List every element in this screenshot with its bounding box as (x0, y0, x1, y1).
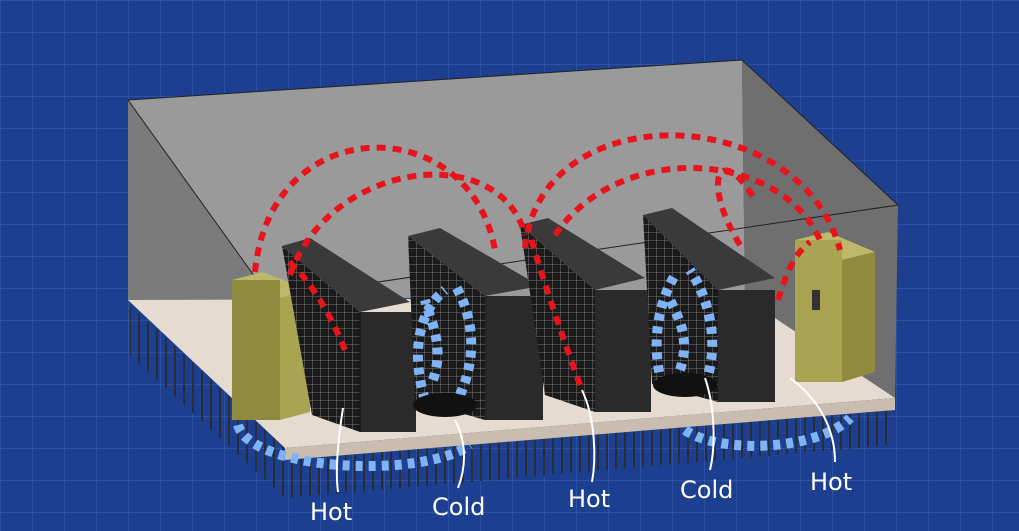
pointer-hot-3 (789, 377, 836, 463)
cold-air-plume-1b (450, 282, 477, 398)
floor-vent-1 (413, 393, 477, 417)
label-cold-2: Cold (680, 476, 733, 504)
pointer-hot-2 (581, 389, 596, 483)
label-cold-1: Cold (432, 493, 485, 521)
rack-row-2 (408, 228, 543, 420)
back-wall (128, 60, 745, 298)
cold-air-plume-1a (412, 286, 449, 402)
cold-air-under-floor-2 (682, 414, 854, 451)
hot-air-arc-5 (715, 167, 758, 247)
cooling-unit-left (232, 272, 310, 420)
hot-air-arc-1 (252, 144, 498, 273)
cooling-unit-right (795, 232, 875, 382)
hot-air-drop-1 (283, 255, 348, 352)
cold-air-plume-2b (685, 267, 718, 387)
ceiling-outline (127, 59, 900, 299)
cold-air-plume-2c (665, 297, 690, 372)
pointer-cold-2 (704, 377, 715, 471)
hot-air-drop-2 (527, 234, 583, 387)
cold-air-under-floor-1 (233, 422, 473, 472)
hot-air-arcs (252, 132, 843, 387)
label-hot-1: Hot (310, 498, 352, 526)
label-pointers (335, 377, 836, 493)
cold-air-flows (233, 267, 854, 472)
hot-air-arc-2 (287, 171, 528, 276)
pointer-hot-1 (335, 407, 344, 493)
cold-air-plume-2a (651, 272, 680, 387)
floor-edge (285, 398, 895, 460)
label-hot-2: Hot (568, 485, 610, 513)
pointer-cold-1 (454, 419, 465, 489)
floor-vent-2 (653, 373, 717, 397)
hot-air-arc-4 (552, 165, 823, 242)
rack-row-1 (282, 238, 416, 432)
label-hot-3: Hot (810, 468, 852, 496)
